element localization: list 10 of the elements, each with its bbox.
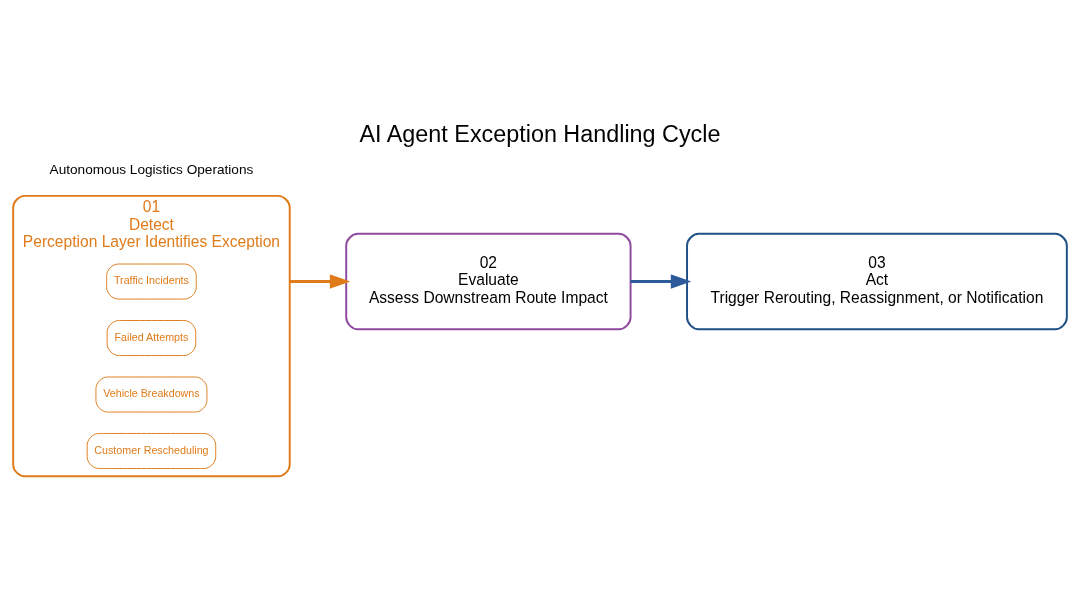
node-box: 03 Act Trigger Rerouting, Reassignment, or Notification — [686, 232, 1068, 330]
node-box: Customer Rescheduling — [86, 432, 217, 469]
diagram-title: AI Agent Exception Handling Cycle — [359, 120, 721, 147]
node-box: Traffic Incidents — [106, 263, 197, 300]
node-box: Failed Attempts — [106, 319, 197, 356]
node-box: Vehicle Breakdowns — [95, 376, 208, 413]
arrow — [289, 273, 351, 289]
node-box: 02 Evaluate Assess Downstream Route Impact — [345, 232, 632, 330]
arrow — [630, 273, 692, 289]
label: Autonomous Logistics Operations — [49, 161, 254, 177]
